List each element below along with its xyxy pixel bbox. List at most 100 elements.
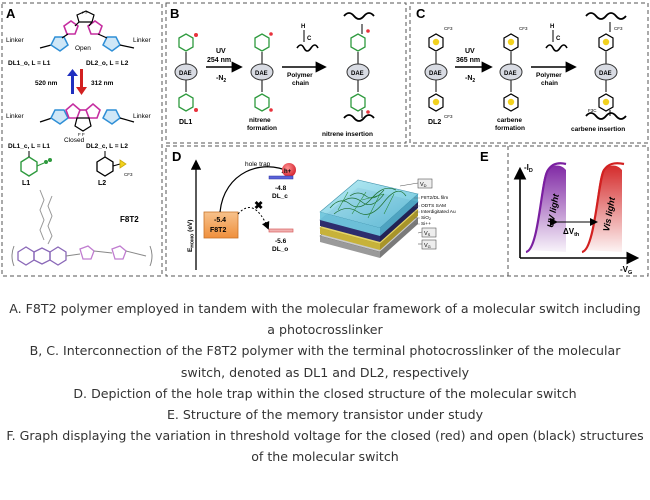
l2-label: L2 xyxy=(98,180,106,187)
panel-e-label: E xyxy=(480,149,489,164)
dl1-molecule xyxy=(174,33,198,112)
svg-text:CF3: CF3 xyxy=(519,26,528,31)
layer-sam: ODTS SAM xyxy=(421,203,446,209)
closed-switch-structure: F F xyxy=(39,102,135,137)
f8t2-name: F8T2 xyxy=(210,227,226,234)
panel-b: B DAE DL1 UV 254 nm -N2 DAE nitrene form… xyxy=(165,2,407,144)
dl2-closed-label: DL2_c, L = L2 xyxy=(86,143,128,150)
vs-label: VS xyxy=(424,231,431,237)
caption-line-bc: B, C. Interconnection of the F8T2 polyme… xyxy=(29,343,621,380)
panel-d: D EHOMO (eV) -5.4 F8T2 hole trap h+ -4.8… xyxy=(165,145,649,277)
linker-l2-structure: CF3 xyxy=(96,151,133,177)
figure: A F F Linker Linker Open DL1_o, L = L1 D… xyxy=(1,2,649,277)
wavelength-uv: 312 nm xyxy=(91,80,114,87)
vd-label: VD xyxy=(420,182,427,188)
panel-c-label: C xyxy=(416,6,426,21)
nitrene-insertion-label: nitrene insertion xyxy=(322,131,373,138)
panel-d-label: D xyxy=(172,149,181,164)
caption-line-d: D. Depiction of the hole trap within the… xyxy=(73,385,577,401)
open-switch-structure: F F xyxy=(39,10,135,52)
linker-l1-structure xyxy=(20,151,52,177)
svg-text:CF3: CF3 xyxy=(444,26,453,31)
photoswitch-arrows xyxy=(67,69,87,95)
uv-transfer-curve xyxy=(525,162,567,254)
y-axis-label: -ID xyxy=(524,163,533,174)
linker-label-open-right: Linker xyxy=(133,37,152,44)
panel-b-label: B xyxy=(170,6,179,21)
nitrene-formation-line2: formation xyxy=(247,125,277,132)
dl1-dae-label: DAE xyxy=(179,71,192,77)
open-label: Open xyxy=(75,45,91,52)
hole-trap-label: hole trap xyxy=(245,161,271,168)
f8t2-level: -5.4 xyxy=(214,217,226,224)
closed-level-value: -4.8 xyxy=(275,185,287,192)
svg-text:F F: F F xyxy=(78,132,85,137)
svg-text:H: H xyxy=(550,24,554,30)
svg-text:C: C xyxy=(307,36,312,42)
carbene-insertion-label: carbene insertion xyxy=(571,126,625,133)
panel-b-polymer-label-1: Polymer xyxy=(287,72,313,79)
dl1-closed-label: DL1_c, L = L1 xyxy=(8,143,50,150)
vg-terminal-box xyxy=(421,239,437,250)
layer-film: F8T2/DL film xyxy=(421,195,448,201)
nitrene-formation-line1: nitrene xyxy=(249,117,271,124)
vis-response-fill xyxy=(585,165,622,252)
open-level-value: -5.6 xyxy=(275,238,287,245)
panel-c-uv-label: UV xyxy=(465,48,475,55)
panel-c-polymer-label-2: chain xyxy=(541,80,558,87)
open-homo-level xyxy=(268,228,294,233)
uv-response-fill xyxy=(529,165,566,252)
panel-c-polymer-label-1: Polymer xyxy=(536,72,562,79)
panel-b-byproduct: -N2 xyxy=(216,75,226,84)
f8t2-homo-box xyxy=(203,211,239,239)
carbene-formation-line2: formation xyxy=(495,125,525,132)
nitrene-insertion-product xyxy=(343,12,375,122)
svg-text:F3C: F3C xyxy=(588,108,597,113)
panel-b-uv-label: UV xyxy=(216,48,226,55)
panel-e: E -ID -VG UV light Vis light ΔVth xyxy=(480,146,640,276)
layer-electrode: Interdigitated Au xyxy=(421,209,456,215)
closed-homo-level xyxy=(268,175,294,180)
panel-c-uv-wavelength: 365 nm xyxy=(456,57,480,64)
delta-vth-label: ΔVth xyxy=(563,227,580,238)
layer-substrate: Si++ xyxy=(421,221,431,227)
open-level-name: DL_o xyxy=(272,246,288,253)
panel-c: C CF3 CF3 DAE DL2 UV 365 nm -N2 CF3 xyxy=(409,2,649,144)
dl1-open-label: DL1_o, L = L1 xyxy=(8,60,51,67)
dl2-molecule: CF3 CF3 xyxy=(424,26,453,119)
panel-b-polymer-label-2: chain xyxy=(292,80,309,87)
product-b-dae-label: DAE xyxy=(351,71,364,77)
vs-terminal-box xyxy=(421,227,437,238)
closed-level-name: DL_c xyxy=(272,193,288,200)
homo-axis-label: EHOMO (eV) xyxy=(187,220,195,252)
l1-label: L1 xyxy=(22,180,30,187)
carbene-dae-label: DAE xyxy=(504,71,517,77)
panel-b-uv-wavelength: 254 nm xyxy=(207,57,231,64)
hole-trap-path xyxy=(219,164,293,213)
svg-text:C: C xyxy=(556,36,561,42)
carbene-intermediate: CF3 xyxy=(499,26,528,112)
vd-terminal-box xyxy=(417,178,433,189)
dl2-open-label: DL2_o, L = L2 xyxy=(86,60,129,67)
layer-oxide: SiO2 xyxy=(421,215,431,221)
svg-text:F F: F F xyxy=(82,10,89,15)
f8t2-label: F8T2 xyxy=(120,215,139,224)
vg-label: VG xyxy=(424,243,431,249)
svg-text:H: H xyxy=(301,24,305,30)
closed-label: Closed xyxy=(64,137,85,144)
figure-caption: A. F8T2 polymer employed in tandem with … xyxy=(0,298,650,468)
carbene-formation-line1: carbene xyxy=(497,117,522,124)
svg-text:CF3: CF3 xyxy=(614,26,623,31)
dl2-label: DL2 xyxy=(428,119,441,126)
svg-text:CF3: CF3 xyxy=(124,172,133,177)
caption-line-e: E. Structure of the memory transistor un… xyxy=(166,407,484,423)
nitrene-intermediate xyxy=(250,32,274,112)
nitrene-dae-label: DAE xyxy=(255,71,268,77)
layer-legend: F8T2/DL film ODTS SAM Interdigitated Au … xyxy=(414,195,456,227)
caption-line-f: F. Graph displaying the variation in thr… xyxy=(6,428,644,465)
x-axis-label: -VG xyxy=(620,265,632,276)
polymer-chain-reactant-c: H C xyxy=(545,24,568,52)
linker-label-open-left: Linker xyxy=(6,37,25,44)
dl2-dae-label: DAE xyxy=(429,71,442,77)
caption-line-a: A. F8T2 polymer employed in tandem with … xyxy=(9,301,641,338)
